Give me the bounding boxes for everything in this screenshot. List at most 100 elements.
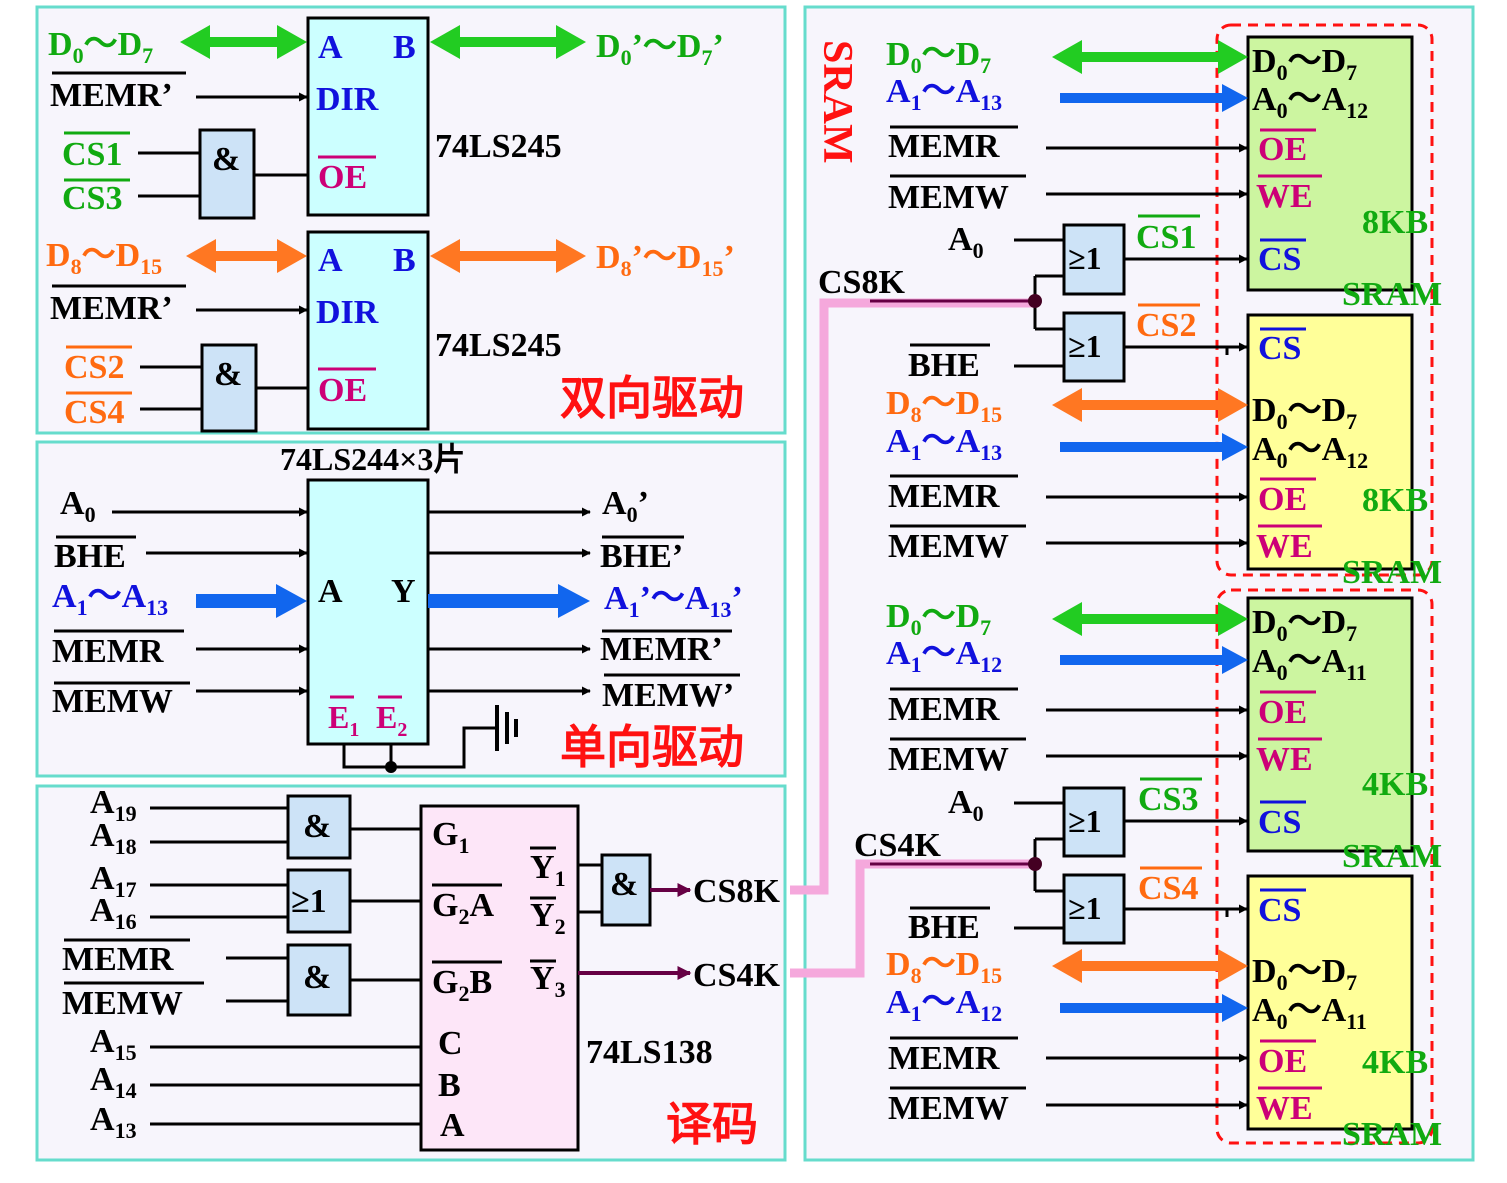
and-gate-symbol: & bbox=[212, 141, 240, 178]
chip-74ls245-upper bbox=[306, 16, 430, 217]
pin-we: WE bbox=[1256, 741, 1313, 778]
sram-group-4kb bbox=[1215, 588, 1434, 1145]
in-a19: A19 bbox=[90, 784, 137, 826]
cs3-label: CS3 bbox=[1138, 781, 1198, 818]
in-addr-bus: A1～A13 bbox=[52, 578, 168, 620]
cs4k-label: CS4K bbox=[854, 827, 941, 864]
junction-dot bbox=[385, 761, 397, 773]
memr-prime-label: MEMR’ bbox=[50, 77, 173, 114]
cs-logic-4k: CS4K A0 ≥1 ≥1 BHE CS3 CS4 bbox=[854, 777, 1248, 946]
data-bus-label: D8～D15 bbox=[886, 946, 1002, 988]
chip-74ls138 bbox=[419, 804, 580, 1152]
pin-a: A bbox=[318, 573, 343, 610]
and-gate-symbol: & bbox=[610, 866, 638, 903]
bidir-upper: A B DIR OE 74LS245 D0～D7 D0’～D7’ MEMR’ C… bbox=[48, 16, 724, 220]
and-gate-symbol: & bbox=[303, 808, 331, 845]
chip-type: SRAM bbox=[1342, 838, 1442, 875]
cs4-label: CS4 bbox=[64, 394, 124, 431]
pin-oe: OE bbox=[318, 372, 367, 409]
memr-label: MEMR bbox=[888, 128, 1000, 165]
bidir-lower: A B DIR OE 74LS245 D8～D15 D8’～D15’ MEMR’… bbox=[46, 230, 735, 433]
decoder: G1 G2A G2B C B A Y1 Y2 Y3 74LS138 A19 A1… bbox=[62, 784, 780, 1152]
data-bus-label: D8～D15 bbox=[886, 385, 1002, 427]
in-bus-label: D0～D7 bbox=[48, 26, 153, 68]
or-gate-symbol: ≥1 bbox=[1068, 240, 1102, 276]
cs1-label: CS1 bbox=[1136, 219, 1196, 256]
sram-chip-4-pins: CS D0～D7 A0～A11 OE WE 4KB SRAM D8～D15 A1… bbox=[886, 888, 1442, 1153]
cs2-label: CS2 bbox=[64, 349, 124, 386]
in-a15: A15 bbox=[90, 1023, 137, 1065]
pin-a: A bbox=[318, 29, 343, 66]
bus-arrow-orange-left bbox=[186, 239, 307, 273]
in-memw: MEMW bbox=[62, 985, 183, 1022]
in-a16: A16 bbox=[90, 892, 137, 934]
addr-bus-arrow bbox=[1060, 433, 1248, 461]
junction-dot bbox=[1028, 857, 1042, 871]
or-gate-symbol: ≥1 bbox=[1068, 890, 1102, 926]
out-memr: MEMR’ bbox=[600, 631, 723, 668]
junction-dot bbox=[1028, 294, 1042, 308]
chip-type: SRAM bbox=[1342, 1116, 1442, 1153]
bus-arrow-green-left bbox=[180, 25, 307, 59]
addr-bus-label: A1～A12 bbox=[886, 635, 1002, 677]
ground-icon bbox=[495, 705, 518, 751]
pin-cs: CS bbox=[1258, 330, 1301, 367]
pin-we: WE bbox=[1256, 178, 1313, 215]
cs-logic-8k: CS8K A0 ≥1 ≥1 BHE CS1 CS2 bbox=[818, 214, 1248, 384]
and-gate-lower bbox=[200, 343, 258, 433]
in-a0: A0 bbox=[60, 485, 96, 527]
pin-g1: G1 bbox=[432, 816, 469, 858]
pin-oe: OE bbox=[1258, 131, 1307, 168]
memr-label: MEMR bbox=[888, 478, 1000, 515]
cs8k-output: CS8K bbox=[693, 873, 780, 910]
memw-label: MEMW bbox=[888, 179, 1009, 216]
pin-c: C bbox=[438, 1025, 463, 1062]
data-bus-label: D0～D7 bbox=[886, 598, 991, 640]
chip-type: SRAM bbox=[1342, 554, 1442, 591]
data-bus-arrow bbox=[1052, 949, 1248, 983]
chip-label: 74LS138 bbox=[586, 1034, 713, 1071]
addr-bus-label: A1～A13 bbox=[886, 423, 1002, 465]
in-a13: A13 bbox=[90, 1101, 137, 1143]
memr-label: MEMR bbox=[888, 1040, 1000, 1077]
pin-a: A bbox=[440, 1107, 465, 1144]
unidir-driver: 74LS244×3片 A Y E1 E2 A0 BHE A1～A13 MEMR bbox=[52, 441, 743, 773]
cs8k-route bbox=[790, 298, 1035, 895]
in-bus-label: D8～D15 bbox=[46, 237, 162, 279]
pin-oe: OE bbox=[1258, 694, 1307, 731]
addr-bus-label: A1～A13 bbox=[886, 73, 1002, 115]
cs2-label: CS2 bbox=[1136, 307, 1196, 344]
pin-a: A bbox=[318, 242, 343, 279]
pin-oe: OE bbox=[318, 159, 367, 196]
out-addr-bus: A1’～A13’ bbox=[604, 580, 743, 622]
pin-dir: DIR bbox=[316, 81, 379, 118]
pin-dir: DIR bbox=[316, 294, 379, 331]
data-bus-label: D0～D7 bbox=[886, 36, 991, 78]
cs3-label: CS3 bbox=[62, 180, 122, 217]
pin-oe: OE bbox=[1258, 1043, 1307, 1080]
chip-type: SRAM bbox=[1342, 276, 1442, 313]
or-gate-cs2 bbox=[1062, 311, 1126, 383]
decode-title: 译码 bbox=[666, 1097, 758, 1151]
in-memr: MEMR bbox=[52, 633, 164, 670]
addr-bus-arrow bbox=[1060, 994, 1248, 1022]
addr-bus-arrow-in bbox=[196, 584, 307, 618]
pin-cs: CS bbox=[1258, 892, 1301, 929]
sram-chip-3 bbox=[1246, 596, 1414, 853]
bhe-label: BHE bbox=[908, 347, 980, 384]
out-memw: MEMW’ bbox=[602, 677, 734, 714]
chip-size: 8KB bbox=[1362, 482, 1428, 519]
chip-data-pins: D0～D7 bbox=[1252, 392, 1357, 434]
chip-size: 4KB bbox=[1362, 766, 1428, 803]
memr-prime-label: MEMR’ bbox=[50, 290, 173, 327]
sram-chip-1-pins: D0～D7 A0～A12 OE WE CS 8KB SRAM D0～D7 A1～… bbox=[886, 36, 1442, 313]
cs4k-output: CS4K bbox=[693, 957, 780, 994]
in-memr: MEMR bbox=[62, 941, 174, 978]
in-a14: A14 bbox=[90, 1061, 137, 1103]
memr-label: MEMR bbox=[888, 691, 1000, 728]
addr-bus-arrow bbox=[1060, 84, 1248, 112]
cs4-label: CS4 bbox=[1138, 870, 1198, 907]
out-bus-label: D8’～D15’ bbox=[596, 239, 735, 281]
unidir-title: 单向驱动 bbox=[560, 720, 744, 774]
